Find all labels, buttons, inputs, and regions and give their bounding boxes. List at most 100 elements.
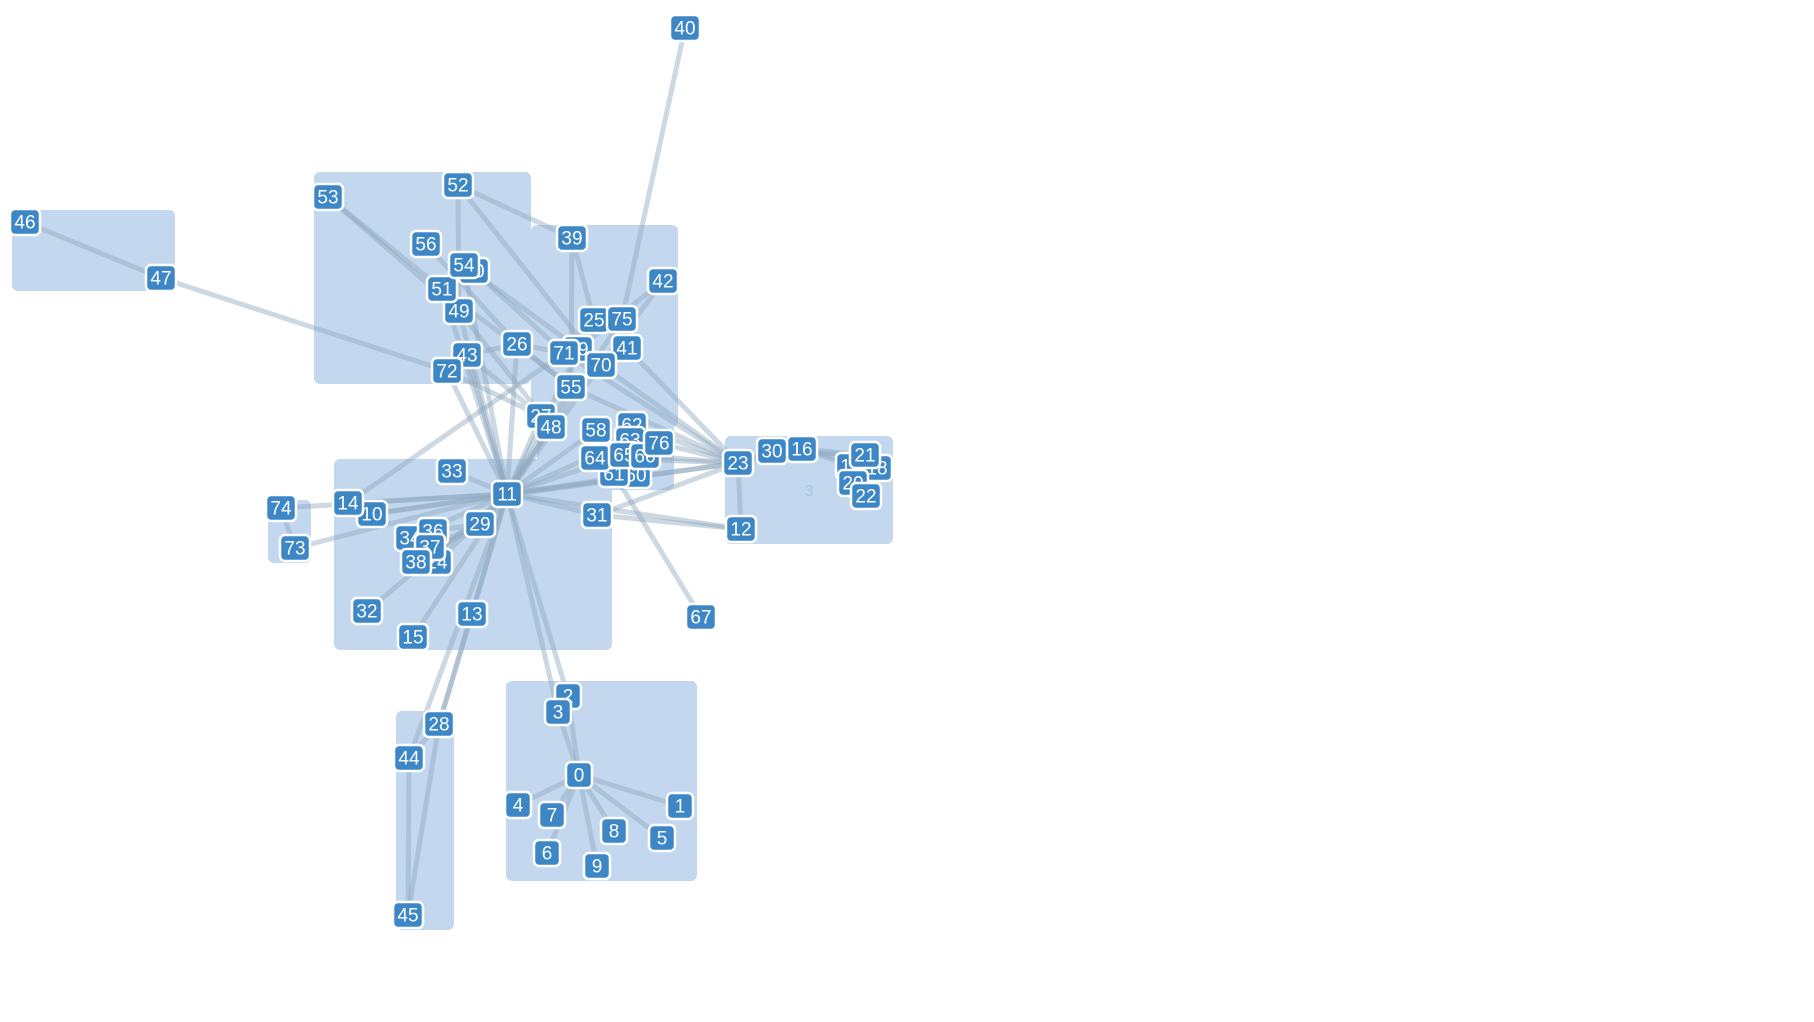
node-42[interactable]: 42 — [646, 266, 680, 296]
node-box — [422, 709, 456, 739]
node-box — [724, 514, 758, 544]
node-10[interactable]: 10 — [355, 499, 389, 529]
node-box — [278, 533, 312, 563]
node-25[interactable]: 25 — [577, 305, 611, 335]
node-67[interactable]: 67 — [684, 602, 718, 632]
node-0[interactable]: 0 — [564, 760, 594, 790]
node-5[interactable]: 5 — [647, 823, 677, 853]
node-label: 49 — [448, 302, 469, 323]
node-label: 8 — [609, 822, 620, 843]
link-74-11 — [278, 491, 510, 511]
node-45[interactable]: 45 — [391, 900, 425, 930]
node-12[interactable]: 12 — [724, 514, 758, 544]
node-41[interactable]: 41 — [610, 333, 644, 363]
node-box — [441, 170, 475, 200]
node-label: 64 — [584, 449, 606, 470]
link-0-9 — [576, 772, 600, 869]
node-48[interactable]: 48 — [534, 412, 568, 442]
node-16[interactable]: 16 — [785, 434, 819, 464]
node-label: 55 — [560, 378, 581, 399]
link-11-12 — [504, 491, 744, 532]
node-label: 39 — [561, 229, 582, 250]
node-label: 13 — [461, 605, 482, 626]
node-8[interactable]: 8 — [599, 816, 629, 846]
node-46[interactable]: 46 — [8, 207, 42, 237]
node-14[interactable]: 14 — [331, 488, 365, 518]
node-52[interactable]: 52 — [441, 170, 475, 200]
node-label: 1 — [675, 797, 686, 818]
node-39[interactable]: 39 — [555, 223, 589, 253]
link-11-2 — [504, 491, 571, 699]
node-box — [435, 456, 469, 486]
cluster-rect — [12, 210, 175, 291]
node-75[interactable]: 75 — [605, 304, 639, 334]
node-73[interactable]: 73 — [278, 533, 312, 563]
node-box — [610, 333, 644, 363]
node-box — [605, 304, 639, 334]
node-51[interactable]: 51 — [425, 274, 459, 304]
node-47[interactable]: 47 — [144, 263, 178, 293]
node-box — [264, 493, 298, 523]
link-72-11 — [444, 368, 510, 497]
link-52-39 — [455, 182, 575, 241]
node-label: 54 — [453, 256, 475, 277]
link-44-45 — [405, 755, 412, 918]
link-55-23 — [568, 384, 741, 466]
node-29[interactable]: 29 — [463, 509, 497, 539]
node-44[interactable]: 44 — [392, 743, 426, 773]
node-box — [579, 415, 613, 445]
node-30[interactable]: 30 — [755, 436, 789, 466]
node-label: 48 — [540, 418, 561, 439]
link-31-23 — [594, 460, 741, 518]
node-4[interactable]: 4 — [503, 790, 533, 820]
node-33[interactable]: 33 — [435, 456, 469, 486]
node-3[interactable]: 3 — [543, 697, 573, 727]
node-54[interactable]: 54 — [447, 250, 481, 280]
node-43[interactable]: 43 — [450, 340, 484, 370]
node-70[interactable]: 70 — [584, 350, 618, 380]
link-73-11 — [292, 491, 510, 551]
node-53[interactable]: 53 — [311, 182, 345, 212]
node-23[interactable]: 23 — [721, 448, 755, 478]
node-74[interactable]: 74 — [264, 493, 298, 523]
node-box — [8, 207, 42, 237]
node-64[interactable]: 64 — [578, 443, 612, 473]
node-box — [503, 790, 533, 820]
node-label: 6 — [542, 844, 553, 865]
node-box — [684, 602, 718, 632]
node-box — [564, 760, 594, 790]
node-15[interactable]: 15 — [396, 622, 430, 652]
node-28[interactable]: 28 — [422, 709, 456, 739]
node-26[interactable]: 26 — [500, 329, 534, 359]
node-32[interactable]: 32 — [350, 596, 384, 626]
node-7[interactable]: 7 — [537, 800, 567, 830]
node-76[interactable]: 76 — [642, 428, 676, 458]
node-38[interactable]: 38 — [399, 547, 433, 577]
nodes-layer: 0123456789101112131415161718192021222324… — [8, 13, 894, 930]
node-label: 76 — [648, 434, 669, 455]
link-61-67 — [611, 471, 704, 620]
node-55[interactable]: 55 — [554, 372, 588, 402]
node-71[interactable]: 71 — [547, 338, 581, 368]
node-21[interactable]: 21 — [848, 440, 882, 470]
node-22[interactable]: 22 — [849, 481, 883, 511]
node-49[interactable]: 49 — [442, 296, 476, 326]
node-56[interactable]: 56 — [409, 229, 443, 259]
link-13-28 — [436, 611, 475, 727]
node-31[interactable]: 31 — [580, 500, 614, 530]
node-58[interactable]: 58 — [579, 415, 613, 445]
node-label: 5 — [657, 829, 668, 850]
node-box — [646, 266, 680, 296]
node-9[interactable]: 9 — [582, 851, 612, 881]
node-72[interactable]: 72 — [430, 356, 464, 386]
link-31-12 — [594, 512, 744, 532]
node-box — [547, 338, 581, 368]
node-box — [543, 697, 573, 727]
node-label: 42 — [652, 272, 673, 293]
node-13[interactable]: 13 — [455, 599, 489, 629]
node-11[interactable]: 11 — [490, 479, 524, 509]
node-box — [555, 223, 589, 253]
node-1[interactable]: 1 — [665, 791, 695, 821]
node-6[interactable]: 6 — [532, 838, 562, 868]
node-40[interactable]: 40 — [668, 13, 702, 43]
